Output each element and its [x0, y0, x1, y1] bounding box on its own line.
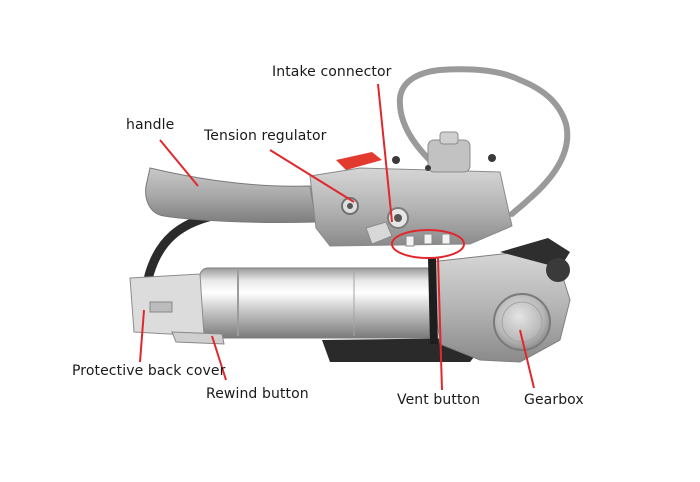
- base-plate: [322, 338, 478, 362]
- handle-grip: [145, 167, 317, 224]
- label-handle: handle: [126, 117, 175, 133]
- label-vent-button: Vent button: [397, 392, 481, 408]
- cylinder: [199, 267, 437, 339]
- gearbox-knob: [546, 258, 570, 282]
- label-rewind-button: Rewind button: [206, 386, 309, 402]
- label-gearbox: Gearbox: [524, 392, 584, 408]
- wire-loop: [396, 66, 571, 217]
- label-tension-regulator: Tension regulator: [204, 128, 327, 144]
- upper-body: [309, 167, 513, 247]
- rewind-plate: [171, 331, 225, 345]
- label-protective-back-cover: Protective back cover: [72, 363, 226, 379]
- leader-lines: [139, 83, 535, 391]
- label-intake-connector: Intake connector: [272, 64, 392, 80]
- red-lever: [336, 152, 382, 170]
- top-cap: [427, 139, 471, 173]
